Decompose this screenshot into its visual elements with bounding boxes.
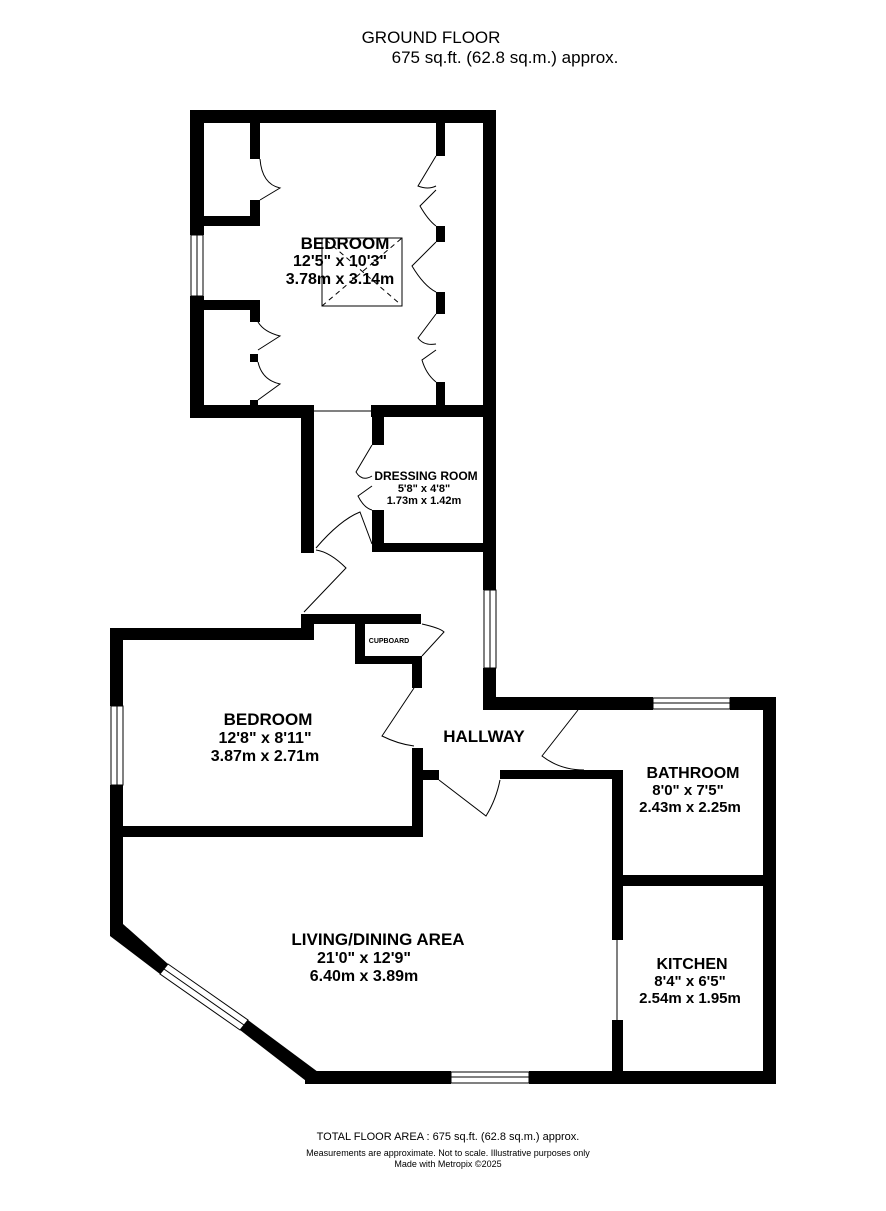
total-floor-area: TOTAL FLOOR AREA : 675 sq.ft. (62.8 sq.m…: [316, 1131, 580, 1143]
dressing-metric: 1.73m x 1.42m: [387, 495, 462, 507]
dressing-name: DRESSING ROOM: [374, 469, 477, 483]
disclaimer: Measurements are approximate. Not to sca…: [306, 1148, 590, 1158]
label-bedroom-lower: BEDROOM 12'8" x 8'11" 3.87m x 2.71m: [211, 710, 320, 765]
kitchen-metric: 2.54m x 1.95m: [639, 990, 741, 1007]
living-imperial: 21'0" x 12'9": [317, 950, 411, 967]
bedroom-upper-walls: [190, 110, 496, 418]
bathroom-name: BATHROOM: [646, 765, 739, 782]
bedroom-upper-metric: 3.78m x 3.14m: [286, 271, 395, 288]
bedroom-lower-imperial: 12'8" x 8'11": [218, 730, 311, 747]
label-bedroom-upper: BEDROOM 12'5" x 10'3" 3.78m x 3.14m: [286, 234, 395, 288]
loft-hatch: [321, 237, 403, 307]
living-metric: 6.40m x 3.89m: [310, 968, 419, 985]
bedroom-upper-name: BEDROOM: [301, 234, 390, 253]
cupboard-label: CUPBOARD: [369, 638, 409, 645]
bedroom-upper-imperial: 12'5" x 10'3": [293, 253, 387, 270]
label-kitchen: KITCHEN 8'4" x 6'5" 2.54m x 1.95m: [639, 956, 741, 1007]
living-walls: [110, 924, 776, 1084]
bedroom-lower-name: BEDROOM: [224, 710, 313, 729]
bedroom-lower-metric: 3.87m x 2.71m: [211, 748, 320, 765]
kitchen-imperial: 8'4" x 6'5": [654, 973, 725, 990]
kitchen-name: KITCHEN: [656, 956, 727, 973]
label-living: LIVING/DINING AREA 21'0" x 12'9" 6.40m x…: [291, 930, 464, 985]
bathroom-kitchen-walls: [483, 697, 776, 1084]
dressing-imperial: 5'8" x 4'8": [398, 483, 450, 495]
label-dressing-room: DRESSING ROOM 5'8" x 4'8" 1.73m x 1.42m: [374, 469, 477, 507]
floor-title: GROUND FLOOR: [361, 28, 501, 47]
bathroom-metric: 2.43m x 2.25m: [639, 799, 741, 816]
credit: Made with Metropix ©2025: [394, 1159, 502, 1169]
bedroom-lower-walls: [110, 614, 423, 930]
floor-area: 675 sq.ft. (62.8 sq.m.) approx.: [391, 48, 619, 67]
label-bathroom: BATHROOM 8'0" x 7'5" 2.43m x 2.25m: [639, 765, 741, 816]
living-name: LIVING/DINING AREA: [291, 930, 464, 949]
dressing-walls: [301, 405, 496, 590]
bathroom-imperial: 8'0" x 7'5": [652, 782, 723, 799]
hallway-label: HALLWAY: [443, 727, 525, 746]
